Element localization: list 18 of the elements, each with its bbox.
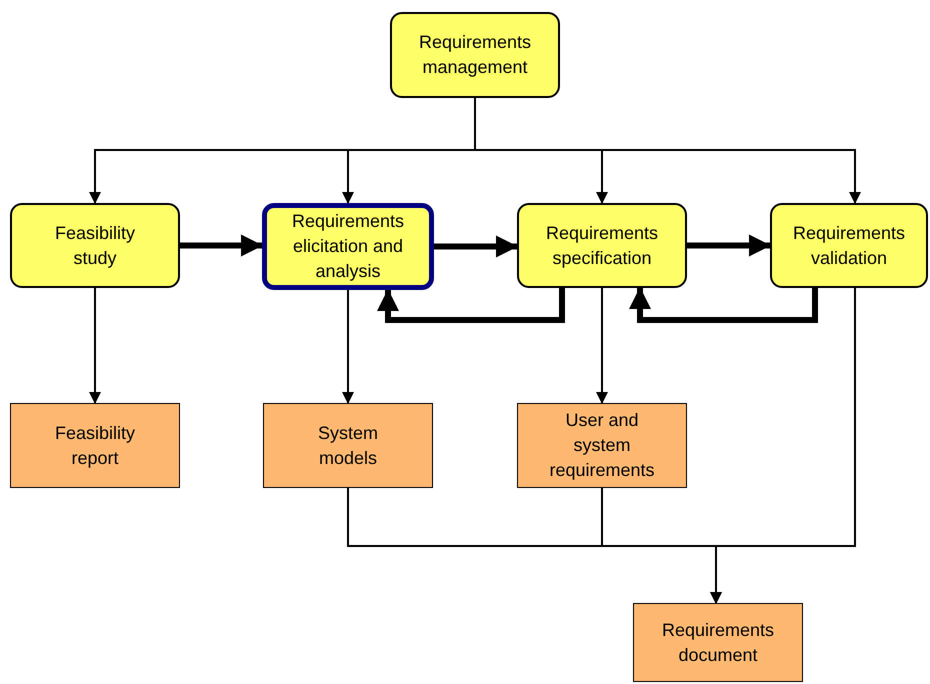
- arrow: [434, 236, 518, 258]
- arrow: [377, 288, 565, 323]
- arrow: [629, 287, 818, 323]
- arrow: [687, 234, 771, 256]
- arrow: [710, 288, 856, 604]
- arrow: [596, 288, 608, 404]
- process-box: Requirements specification: [517, 203, 687, 288]
- process-box: Requirements elicitation and analysis: [262, 203, 434, 290]
- process-box: Requirements validation: [770, 203, 928, 288]
- document-box: Requirements document: [633, 603, 803, 682]
- process-box: Requirements management: [390, 12, 560, 98]
- arrow: [180, 234, 263, 256]
- arrow: [342, 290, 354, 404]
- document-box: User and system requirements: [517, 403, 687, 488]
- document-box: System models: [263, 403, 433, 488]
- arrow: [89, 288, 101, 404]
- process-box: Feasibility study: [10, 203, 180, 288]
- document-box: Feasibility report: [10, 403, 180, 488]
